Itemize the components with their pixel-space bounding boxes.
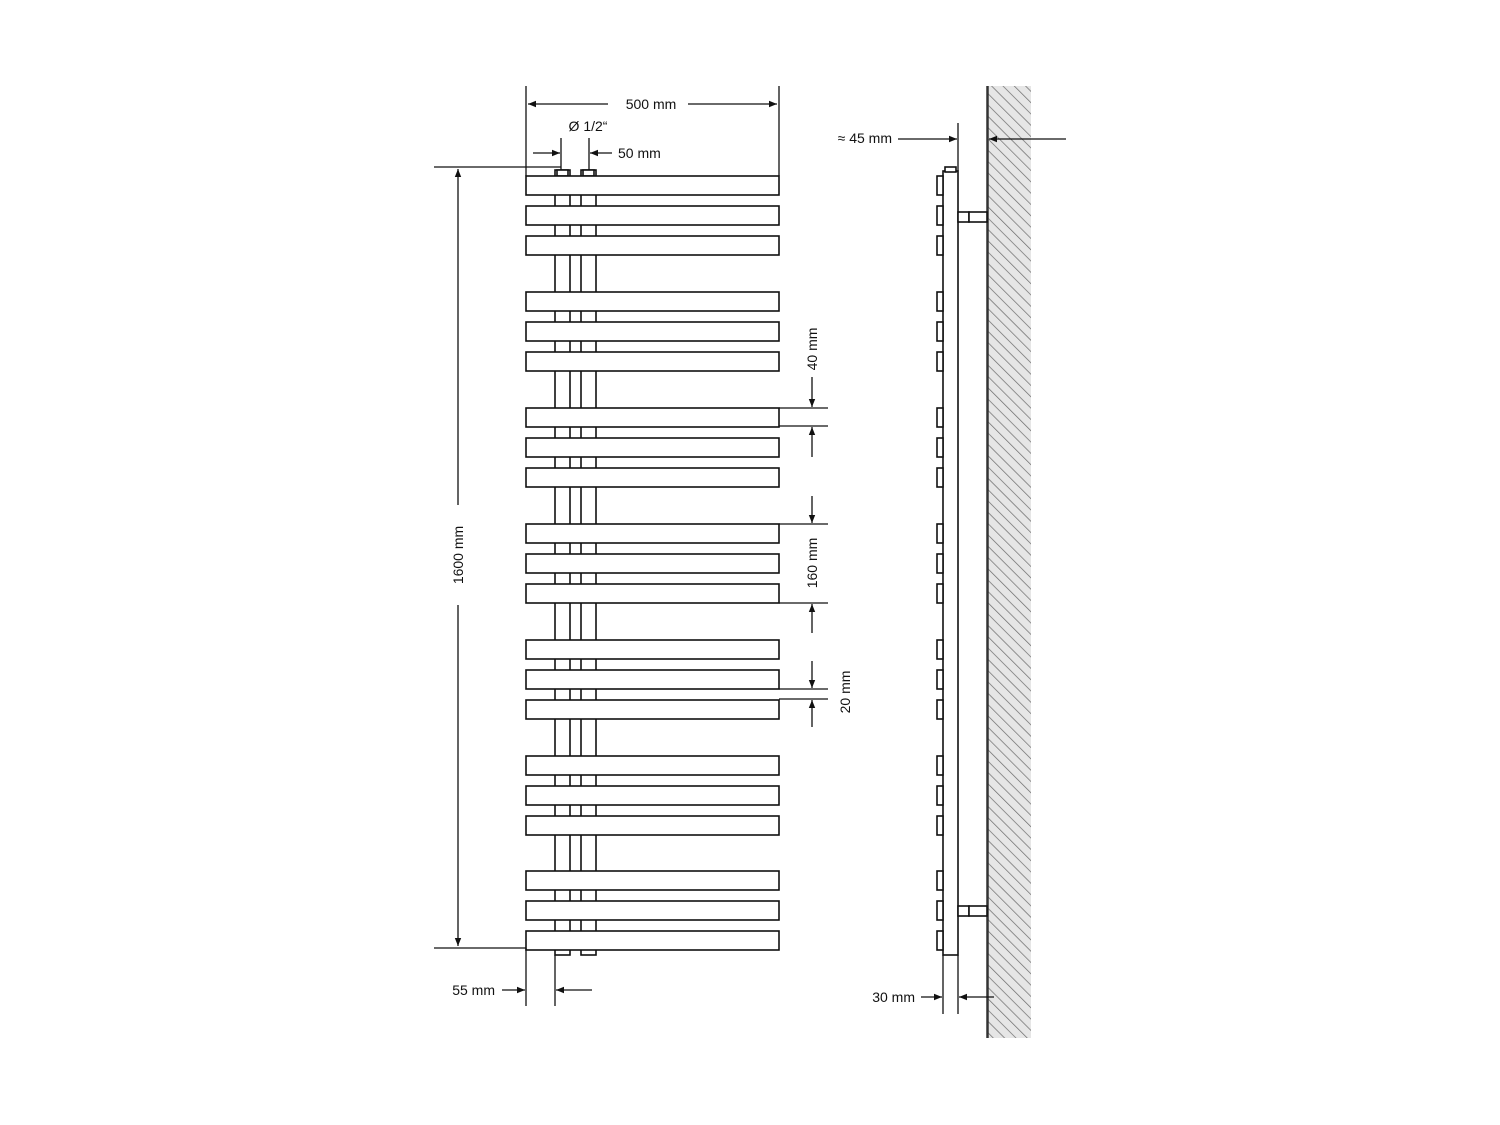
bar-height-label: 20 mm — [837, 671, 853, 714]
wall-brackets — [957, 211, 988, 917]
group-dimension — [779, 496, 828, 633]
wall-distance-dimension — [898, 123, 1066, 171]
connection-dimension — [533, 138, 612, 170]
pipe-depth-dimension — [921, 955, 994, 1014]
side-view — [898, 86, 1066, 1038]
wall-distance-label: ≈ 45 mm — [838, 130, 892, 146]
offset-label: 55 mm — [452, 982, 495, 998]
bar-gap-label: 40 mm — [804, 328, 820, 371]
wall — [987, 86, 1031, 1038]
pipe-depth-label: 30 mm — [872, 989, 915, 1005]
offset-dimension — [502, 948, 592, 1006]
width-dimension — [525, 86, 780, 176]
bar-gap-dimension — [779, 377, 828, 457]
height-dimension — [434, 166, 561, 949]
side-bar-stubs — [936, 175, 944, 951]
side-collector-pipe — [942, 170, 959, 956]
connection-spacing-label: 50 mm — [618, 145, 661, 161]
front-view — [434, 86, 828, 1006]
heating-bars — [525, 175, 780, 951]
height-label: 1600 mm — [450, 526, 466, 584]
group-label: 160 mm — [804, 538, 820, 589]
bar-height-dimension — [779, 661, 828, 727]
width-label: 500 mm — [626, 96, 677, 112]
connection-diameter-label: Ø 1/2“ — [569, 118, 608, 134]
